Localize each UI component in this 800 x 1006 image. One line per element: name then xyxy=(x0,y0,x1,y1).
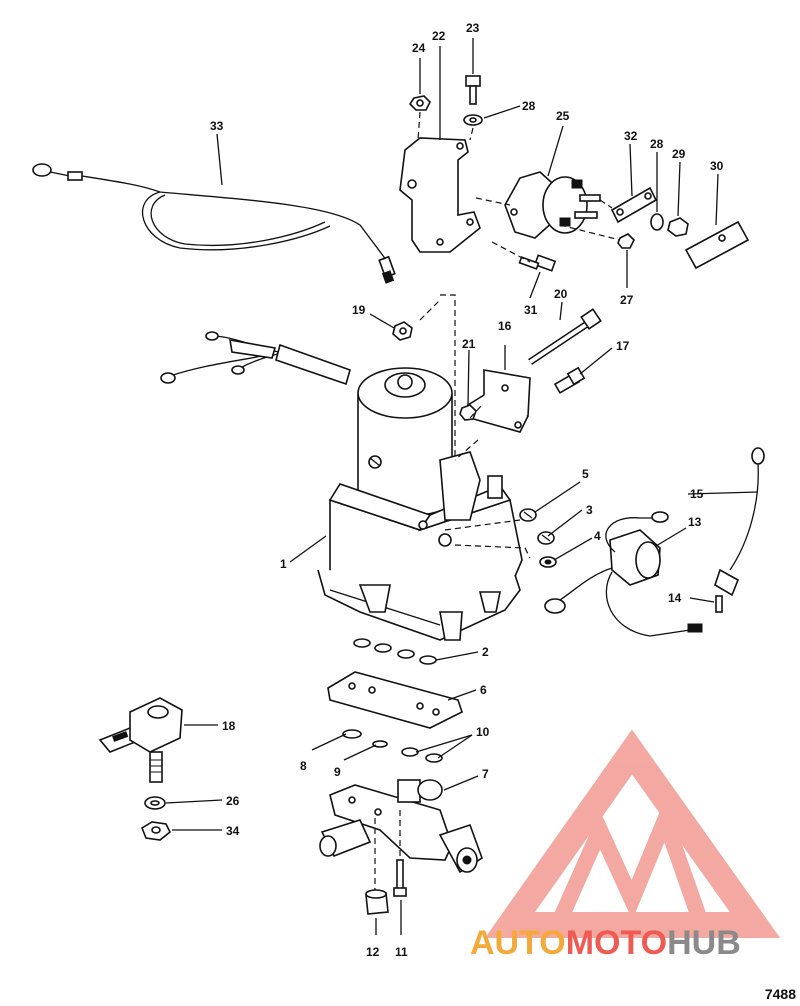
callout-24: 24 xyxy=(412,41,426,55)
callout-8: 8 xyxy=(300,759,307,773)
callout-2: 2 xyxy=(482,645,489,659)
part-32-link-plate xyxy=(610,186,658,224)
callout-3: 3 xyxy=(586,503,593,517)
callout-6: 6 xyxy=(480,683,487,697)
diagram-number: 7488 xyxy=(764,986,796,1002)
leader-lines xyxy=(165,38,759,935)
part-31-bolt xyxy=(518,254,557,272)
callout-10: 10 xyxy=(476,725,490,739)
callout-19: 19 xyxy=(352,303,366,317)
callout-labels: 1 2 3 4 5 6 7 8 9 10 11 12 13 14 15 16 1… xyxy=(210,21,724,959)
callout-7: 7 xyxy=(482,767,489,781)
part-34-nut xyxy=(141,821,172,841)
callout-15: 15 xyxy=(690,487,704,501)
callout-4: 4 xyxy=(594,529,601,543)
part-5-screw xyxy=(519,508,537,522)
watermark-logo xyxy=(484,729,781,938)
callout-9: 9 xyxy=(334,765,341,779)
callout-31: 31 xyxy=(524,303,538,317)
callout-28-right: 28 xyxy=(650,137,664,151)
part-20-bolt xyxy=(528,308,602,365)
callout-33: 33 xyxy=(210,119,224,133)
part-4-washer xyxy=(539,556,557,568)
callout-29: 29 xyxy=(672,147,686,161)
part-12-plug xyxy=(365,889,389,915)
watermark-word-auto: AUTO xyxy=(470,924,566,962)
callout-28-top: 28 xyxy=(522,99,536,113)
part-15-lead xyxy=(714,447,765,597)
part-27-nut xyxy=(617,233,635,249)
part-16-mounting-bracket xyxy=(467,369,531,433)
part-24-nut xyxy=(408,95,431,111)
callout-21: 21 xyxy=(462,337,476,351)
callout-34: 34 xyxy=(226,824,240,838)
part-11-screw xyxy=(393,859,407,897)
part-18-relay xyxy=(98,697,183,783)
watermark-triangle xyxy=(484,729,781,938)
part-29-nut xyxy=(667,217,689,237)
part-1-pump-motor xyxy=(160,331,523,641)
callout-1: 1 xyxy=(280,557,287,571)
part-2-o-rings xyxy=(353,638,437,665)
callout-12: 12 xyxy=(366,945,380,959)
callout-16: 16 xyxy=(498,319,512,333)
part-14-pin xyxy=(715,595,723,613)
watermark-m-shape xyxy=(552,797,708,924)
part-33-cable xyxy=(32,163,396,284)
watermark-word-hub: HUB xyxy=(667,924,741,962)
part-28-washer-a xyxy=(463,114,483,126)
part-6-gasket-plate xyxy=(327,671,463,729)
callout-23: 23 xyxy=(466,21,480,35)
callout-17: 17 xyxy=(616,339,630,353)
callout-13: 13 xyxy=(688,515,702,529)
part-13-switch xyxy=(544,511,703,637)
part-30-boot xyxy=(684,220,750,270)
callout-32: 32 xyxy=(624,129,638,143)
callout-5: 5 xyxy=(582,467,589,481)
part-19-nut xyxy=(392,321,413,341)
part-25-solenoid xyxy=(504,171,601,239)
callout-26: 26 xyxy=(226,794,240,808)
part-28-washer-b xyxy=(650,213,664,231)
part-23-screw xyxy=(465,75,481,105)
callout-27: 27 xyxy=(620,293,634,307)
callout-25: 25 xyxy=(556,109,570,123)
part-7-valve-body xyxy=(319,779,483,874)
watermark-word-moto: MOTO xyxy=(566,924,667,962)
callout-30: 30 xyxy=(710,159,724,173)
part-8-o-ring xyxy=(342,729,362,739)
callout-22: 22 xyxy=(432,29,446,43)
callout-11: 11 xyxy=(395,945,408,959)
callout-20: 20 xyxy=(554,287,568,301)
callout-14: 14 xyxy=(668,591,682,605)
assembly-lines xyxy=(374,111,621,890)
callout-18: 18 xyxy=(222,719,236,733)
part-22-bracket xyxy=(399,137,481,253)
part-26-lock-washer xyxy=(144,796,166,810)
part-17-bolt xyxy=(553,366,586,394)
part-9-o-ring xyxy=(372,740,388,748)
watermark-text: AUTOMOTOHUB xyxy=(470,924,741,962)
